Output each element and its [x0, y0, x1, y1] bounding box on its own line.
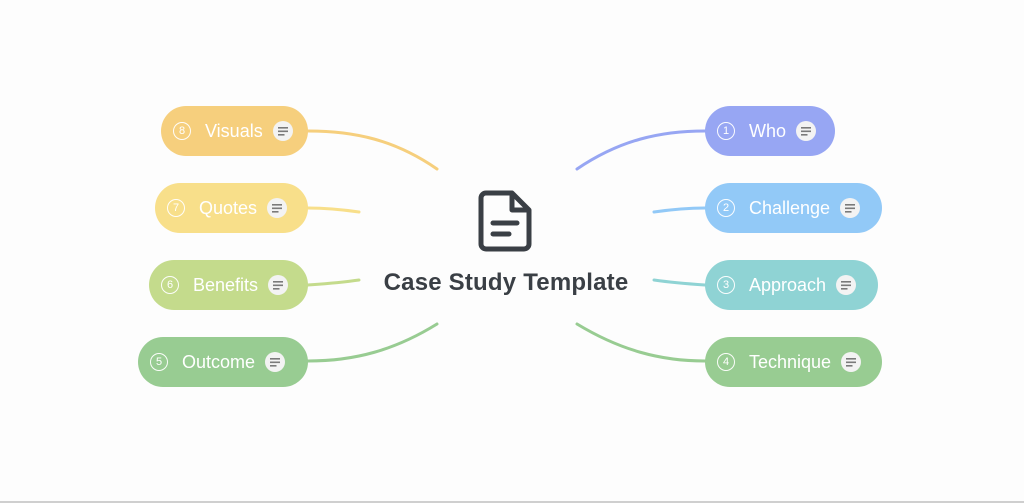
topic-number-badge: 3: [717, 276, 735, 294]
divider: [0, 501, 1024, 503]
connector-quotes: [306, 206, 361, 214]
note-icon[interactable]: [840, 198, 861, 218]
topic-number-badge: 2: [717, 199, 735, 217]
note-icon[interactable]: [841, 352, 862, 372]
topic-label: Quotes: [199, 197, 258, 218]
topic-node-challenge[interactable]: 2 Challenge: [705, 183, 882, 233]
topic-node-outcome[interactable]: 5 Outcome: [138, 337, 308, 387]
topic-node-visuals[interactable]: 8 Visuals: [161, 106, 308, 156]
note-icon[interactable]: [836, 275, 857, 295]
topic-number-badge: 4: [717, 353, 735, 371]
note-icon[interactable]: [796, 121, 817, 141]
note-icon[interactable]: [272, 121, 293, 141]
central-topic[interactable]: Case Study Template: [356, 185, 656, 310]
document-icon: [478, 190, 532, 252]
topic-label: Technique: [749, 351, 832, 372]
topic-number-badge: 8: [173, 122, 191, 140]
connector-outcome: [306, 322, 439, 363]
topic-number-badge: 6: [161, 276, 179, 294]
topic-label: Outcome: [182, 351, 256, 372]
topic-number-badge: 7: [167, 199, 185, 217]
topic-number-badge: 5: [150, 353, 168, 371]
topic-label: Who: [749, 120, 787, 141]
connector-visuals: [306, 129, 439, 171]
central-topic-title: Case Study Template: [383, 269, 629, 296]
topic-node-quotes[interactable]: 7 Quotes: [155, 183, 308, 233]
connector-challenge: [652, 206, 707, 214]
connector-benefits: [306, 278, 361, 287]
topic-label: Benefits: [193, 274, 259, 295]
topic-number-badge: 1: [717, 122, 735, 140]
connector-technique: [575, 322, 707, 363]
note-icon[interactable]: [268, 275, 289, 295]
topic-label: Approach: [749, 274, 827, 295]
connector-approach: [652, 278, 707, 287]
topic-node-who[interactable]: 1 Who: [705, 106, 835, 156]
note-icon[interactable]: [267, 198, 288, 218]
topic-node-technique[interactable]: 4 Technique: [705, 337, 882, 387]
topic-node-benefits[interactable]: 6 Benefits: [149, 260, 308, 310]
topic-label: Challenge: [749, 197, 831, 218]
topic-node-approach[interactable]: 3 Approach: [705, 260, 878, 310]
connector-who: [575, 129, 707, 171]
note-icon[interactable]: [265, 352, 286, 372]
topic-label: Visuals: [205, 120, 263, 141]
